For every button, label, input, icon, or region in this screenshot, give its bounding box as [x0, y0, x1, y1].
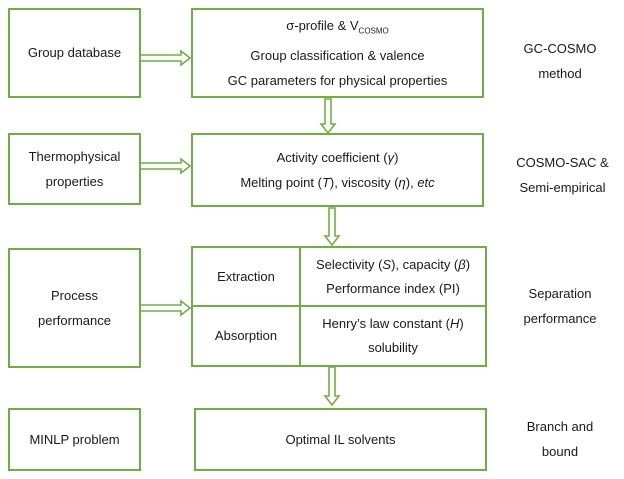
gc-parameters-line: GC parameters for physical properties	[227, 73, 448, 89]
gc-cosmo-method-label: GC-COSMO method	[523, 41, 597, 81]
arrow-right-row1	[139, 49, 192, 67]
selectivity-capacity-line: Selectivity (S), capacity (β)	[315, 256, 471, 272]
optimal-il-solvents-box: Optimal IL solvents	[194, 408, 487, 471]
group-database-label: Group database	[27, 45, 122, 61]
performance-index-line: Performance index (PI)	[326, 280, 460, 296]
arrow-down-2	[323, 207, 341, 247]
extraction-label-box: Extraction	[191, 246, 301, 307]
separation-performance-label: Separation performance	[523, 286, 597, 326]
activity-coefficient-box: Activity coefficient (γ) Melting point (…	[191, 133, 484, 207]
branch-and-bound-label: Branch and bound	[526, 419, 594, 459]
arrow-down-1	[319, 98, 337, 135]
melting-viscosity-line: Melting point (T), viscosity (η), etc	[240, 175, 435, 190]
arrow-right-row2	[139, 157, 192, 175]
activity-coefficient-line: Activity coefficient (γ)	[276, 150, 399, 165]
solubility-line: solubility	[368, 340, 418, 355]
group-database-box: Group database	[8, 8, 141, 98]
thermophysical-properties-box: Thermophysical properties	[8, 133, 141, 205]
henrys-law-line: Henry’s law constant (H)	[322, 316, 464, 331]
absorption-detail-box: Henry’s law constant (H) solubility	[299, 305, 487, 367]
sigma-profile-line: σ-profile & VCOSMO	[286, 17, 389, 36]
absorption-label-box: Absorption	[191, 305, 301, 367]
arrow-down-3	[323, 366, 341, 407]
gc-cosmo-box: σ-profile & VCOSMO Group classification …	[191, 8, 484, 98]
arrow-right-row3	[139, 299, 192, 317]
process-performance-box: Process performance	[8, 248, 141, 368]
extraction-detail-box: Selectivity (S), capacity (β) Performanc…	[299, 246, 487, 307]
group-classification-line: Group classification & valence	[250, 48, 425, 64]
minlp-problem-box: MINLP problem	[8, 408, 141, 471]
cosmo-sac-label: COSMO-SAC & Semi-empirical	[516, 155, 609, 195]
